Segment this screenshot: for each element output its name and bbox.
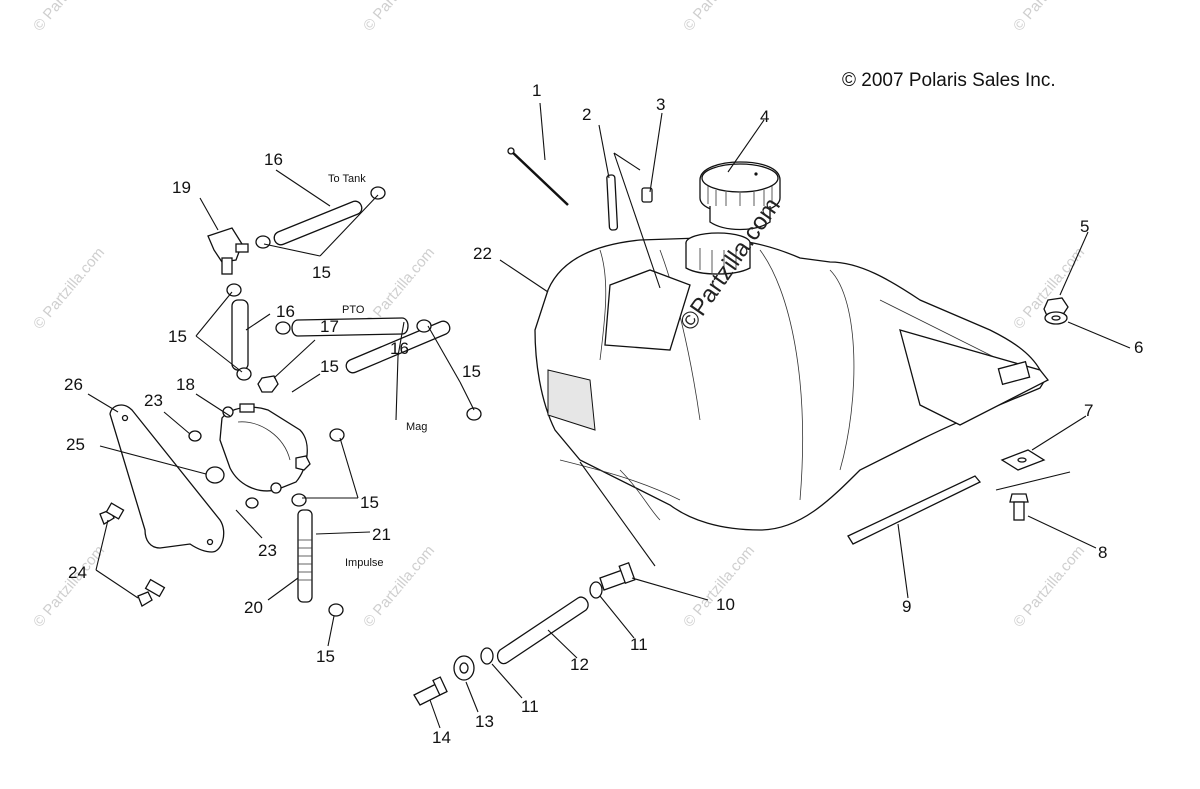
callout-15: 15 [312,263,331,282]
part-24-bolt [137,578,166,607]
callout-5: 5 [1080,217,1089,236]
callout-25: 25 [66,435,85,454]
callout-13: 13 [475,712,494,731]
callout-23: 23 [144,391,163,410]
part-11-clamp [480,647,494,665]
callout-21: 21 [372,525,391,544]
part-19-shutoff-valve [207,227,249,275]
watermark: © Partzilla.com [30,542,108,630]
part-13-grommet [453,655,475,681]
watermark: © Partzilla.com [360,542,438,630]
callout-20: 20 [244,598,263,617]
watermark: © Partzilla.com [1010,542,1088,630]
callout-19: 19 [172,178,191,197]
fuel-tank [534,232,1050,531]
note-to-tank: To Tank [328,173,366,185]
watermark: © Partzilla.com [30,0,108,35]
callout-15: 15 [316,647,335,666]
part-1-strap [507,147,569,206]
part-14-valve [413,676,448,706]
callout-16: 16 [276,302,295,321]
callout-1: 1 [532,81,541,100]
part-9-strip [847,475,982,545]
callout-11: 11 [630,635,648,654]
part-6-washer [1044,311,1068,325]
part-25-grommet [205,466,225,484]
callout-12: 12 [570,655,589,674]
copyright-text: © 2007 Polaris Sales Inc. [842,70,1056,91]
part-15-clamp [226,186,482,617]
callout-7: 7 [1084,401,1093,420]
callout-16: 16 [390,339,409,358]
callout-22: 22 [473,244,492,263]
part-23-washer [188,430,259,509]
callout-26: 26 [64,375,83,394]
part-8-bolt [1009,493,1029,521]
part-26-plate [109,404,225,553]
part-7-pad [1000,449,1046,471]
note-pto: PTO [342,304,365,316]
note-impulse: Impulse [345,557,384,569]
watermark: © Partzilla.com [1010,0,1088,35]
callout-10: 10 [716,595,735,614]
callout-15: 15 [168,327,187,346]
note-mag: Mag [406,421,427,433]
callout-14: 14 [432,728,451,747]
callout-16: 16 [264,150,283,169]
part-24-bolt [99,502,125,525]
part-3-fitting [641,187,653,203]
part-18-fuel-pump [219,403,311,494]
callout-18: 18 [176,375,195,394]
part-16-hose [273,200,363,246]
callout-4: 4 [760,107,769,126]
part-17-nut [257,375,279,393]
watermark: © Partzilla.com [360,0,438,35]
callout-24: 24 [68,563,87,582]
part-10-fitting [599,561,636,591]
part-16-hose [345,320,451,374]
part-12-hose [496,596,589,665]
callout-3: 3 [656,95,665,114]
part-16-hose [291,317,409,337]
callout-23: 23 [258,541,277,560]
watermark: © Partzilla.com [30,244,108,332]
callout-15: 15 [320,357,339,376]
callout-6: 6 [1134,338,1143,357]
callout-11: 11 [521,697,539,716]
callout-15: 15 [360,493,379,512]
watermark: © Partzilla.com [680,0,758,35]
callout-9: 9 [902,597,911,616]
leader-lines [87,102,1131,729]
part-2-vent-tube [606,174,619,231]
callout-17: 17 [320,317,339,336]
hose-notes: To Tank PTO Mag Impulse [328,173,427,569]
part-20-impulse-hose [297,509,313,603]
callout-8: 8 [1098,543,1107,562]
watermark: © Partzilla.com [680,542,758,630]
part-11-clamp [589,581,603,599]
callout-15: 15 [462,362,481,381]
part-4-fuel-cap [699,161,781,231]
part-16-hose [231,299,249,371]
callout-labels: 1 2 3 4 5 6 7 8 9 10 11 11 12 13 14 15 1… [64,81,1143,747]
callout-2: 2 [582,105,591,124]
